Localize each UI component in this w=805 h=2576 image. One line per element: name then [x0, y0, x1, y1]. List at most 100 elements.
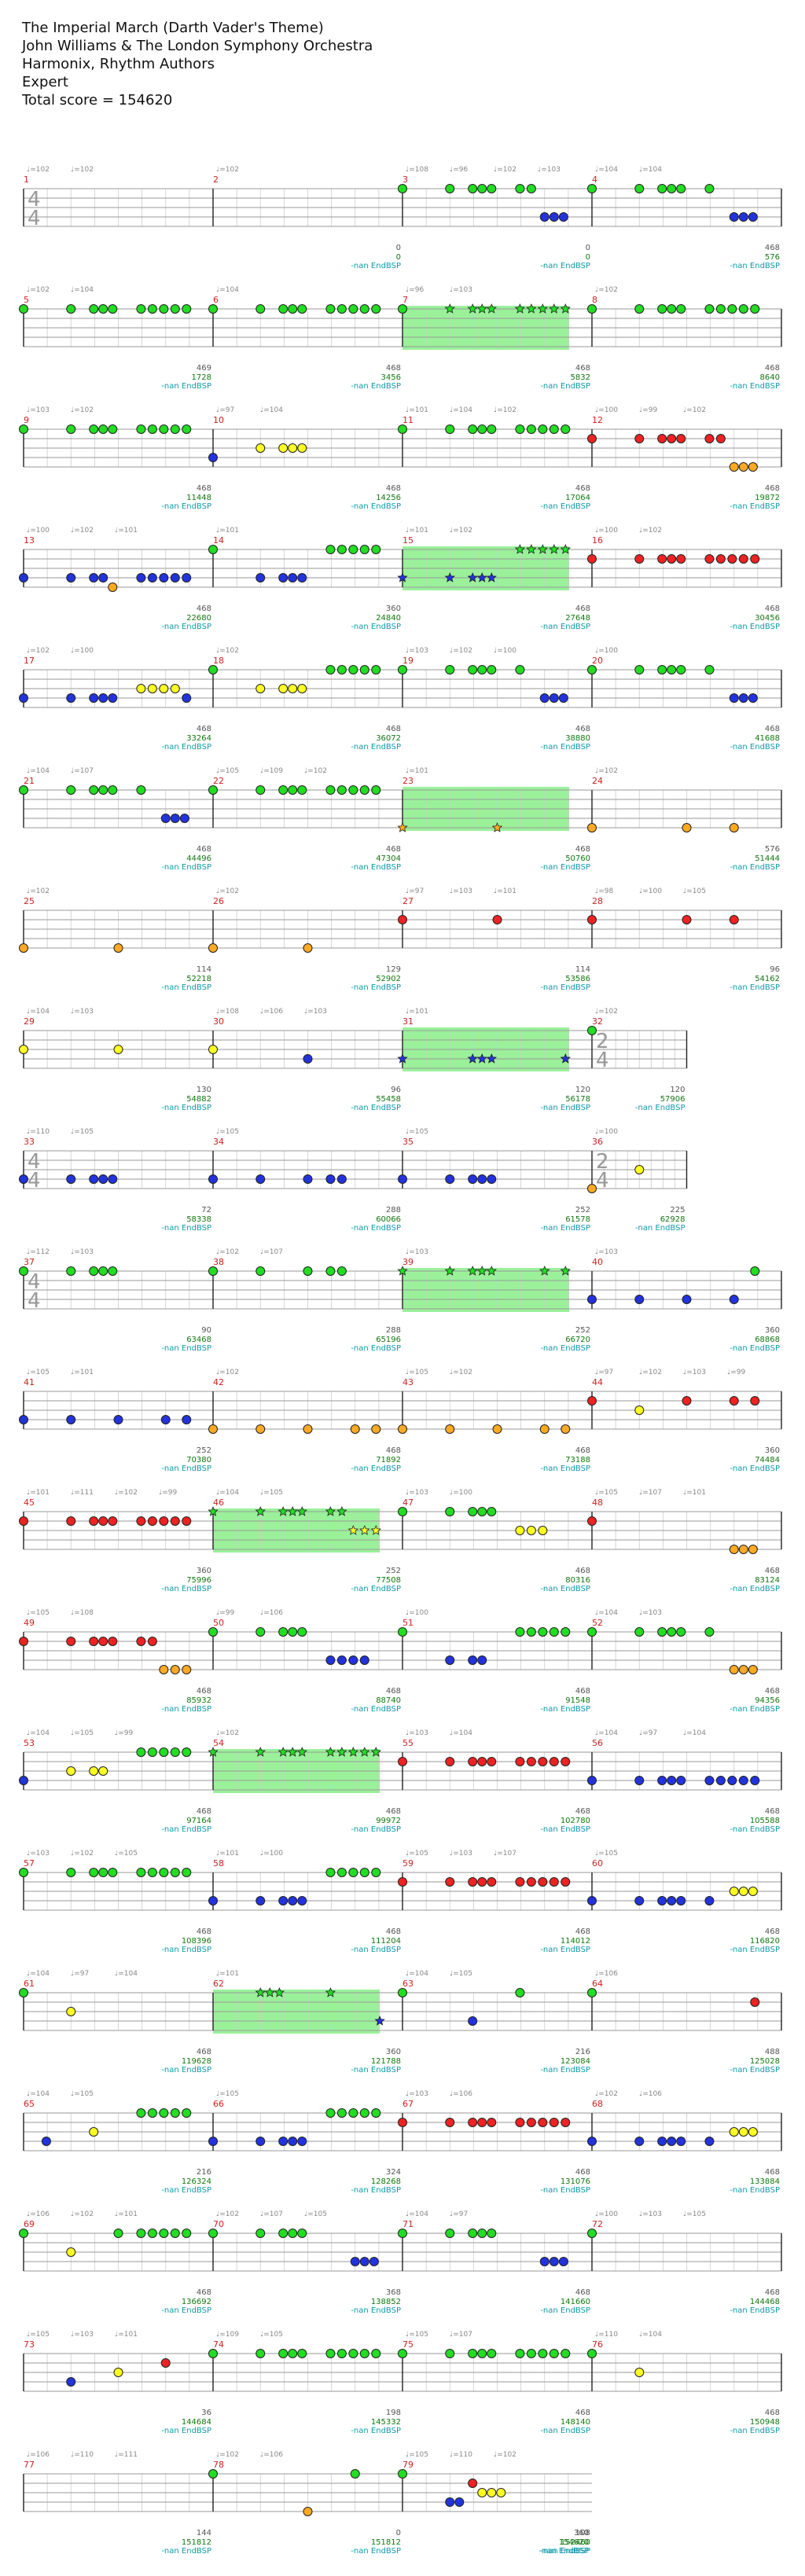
tempo-marker: ♩=102 — [216, 1248, 239, 1256]
note-o — [587, 823, 597, 832]
phrase-label: -nan EndBSP — [351, 2186, 401, 2195]
note-b — [468, 1174, 478, 1184]
note-g — [89, 424, 99, 434]
note-o — [729, 1545, 739, 1554]
measure-length: 0 — [396, 244, 401, 252]
note-y — [297, 443, 307, 453]
phrase-label: -nan EndBSP — [351, 2547, 401, 2556]
measure-number: 78 — [213, 2460, 224, 2470]
cumulative-score: 576 — [765, 253, 780, 262]
phrase-label: -nan EndBSP — [351, 863, 401, 872]
note-g — [336, 2108, 347, 2118]
star-note — [467, 1053, 478, 1064]
note-b — [539, 212, 550, 222]
cumulative-score: 62928 — [660, 1215, 686, 1224]
note-g — [136, 2108, 146, 2118]
note-r — [526, 2118, 536, 2127]
measure-number: 24 — [592, 776, 603, 786]
tempo-marker: ♩=100 — [71, 647, 94, 655]
note-g — [255, 1627, 266, 1637]
note-o — [350, 1424, 360, 1434]
measure-number: 79 — [402, 2460, 414, 2470]
measure-length: 468 — [765, 1567, 780, 1575]
note-g — [336, 1266, 347, 1276]
tempo-marker: ♩=106 — [639, 2090, 662, 2098]
cumulative-score: 27648 — [565, 614, 590, 623]
note-g — [398, 1507, 407, 1516]
measure-number: 18 — [213, 656, 224, 666]
note-g — [136, 304, 146, 314]
measure-number: 15 — [402, 535, 414, 546]
cumulative-score: 30456 — [755, 614, 780, 623]
measure-length: 468 — [765, 725, 780, 733]
measure-length: 288 — [386, 1326, 401, 1335]
phrase-label: -nan EndBSP — [730, 2427, 780, 2435]
note-b — [255, 1174, 266, 1184]
tempo-marker: ♩=102 — [494, 406, 516, 414]
note-g — [587, 1026, 597, 1035]
note-g — [634, 184, 645, 193]
measure-length: 468 — [386, 725, 401, 733]
phrase-label: -nan EndBSP — [540, 262, 590, 270]
measure-number: 35 — [402, 1137, 414, 1147]
note-r — [634, 554, 645, 564]
measure-length: 368 — [386, 2288, 401, 2297]
star-note — [476, 571, 487, 582]
note-g — [657, 665, 667, 674]
note-o — [182, 1665, 192, 1674]
star-note — [325, 1746, 336, 1757]
measure-number: 58 — [213, 1858, 224, 1869]
measure-length: 225 — [670, 1206, 685, 1215]
measure-length: 90 — [201, 1326, 211, 1335]
measure-number: 49 — [24, 1618, 35, 1628]
note-o — [729, 823, 739, 832]
star-note — [537, 303, 548, 314]
measure-number: 73 — [24, 2339, 35, 2350]
measure-number: 23 — [402, 776, 414, 786]
note-b — [558, 212, 568, 222]
measure-number: 41 — [24, 1377, 35, 1387]
tempo-marker: ♩=100 — [450, 1489, 472, 1497]
note-g — [398, 1988, 407, 1997]
note-r — [715, 434, 726, 443]
tempo-marker: ♩=106 — [450, 2090, 472, 2098]
measure-length: 129 — [386, 965, 401, 974]
note-y — [278, 684, 289, 693]
note-g — [371, 545, 381, 554]
note-b — [19, 1415, 28, 1424]
time-signature-bottom: 4 — [596, 1169, 609, 1192]
measure-length: 468 — [197, 2048, 211, 2056]
measure-number: 55 — [402, 1738, 414, 1748]
measure-number: 67 — [402, 2099, 414, 2109]
note-g — [515, 1988, 525, 1997]
note-g — [359, 304, 369, 314]
note-g — [526, 424, 536, 434]
tempo-marker: ♩=105 — [450, 1970, 472, 1978]
note-y — [515, 1526, 525, 1535]
note-b — [729, 1295, 739, 1304]
time-signature-top: 4 — [28, 1150, 41, 1174]
note-b — [66, 573, 76, 582]
note-b — [738, 212, 748, 222]
measure-number: 36 — [592, 1137, 603, 1147]
phrase-label: -nan EndBSP — [351, 1585, 401, 1593]
measure-number: 54 — [213, 1738, 224, 1748]
measure-number: 77 — [24, 2460, 35, 2470]
note-r — [549, 1757, 559, 1766]
note-g — [159, 2229, 169, 2238]
note-o — [587, 1184, 597, 1193]
measure-length: 360 — [574, 2529, 589, 2537]
measure-number: 50 — [213, 1618, 224, 1628]
phrase-label: -nan EndBSP — [161, 2547, 211, 2556]
measure-length: 468 — [386, 845, 401, 854]
note-g — [348, 665, 358, 674]
tempo-marker: ♩=101 — [406, 527, 428, 535]
note-b — [208, 453, 218, 462]
star-note — [278, 1746, 289, 1757]
note-o — [371, 1424, 381, 1434]
note-g — [359, 785, 369, 795]
measure-length: 468 — [386, 1807, 401, 1816]
tempo-marker: ♩=100 — [494, 647, 516, 655]
cumulative-score: 114012 — [561, 1937, 590, 1946]
note-o — [19, 943, 28, 953]
